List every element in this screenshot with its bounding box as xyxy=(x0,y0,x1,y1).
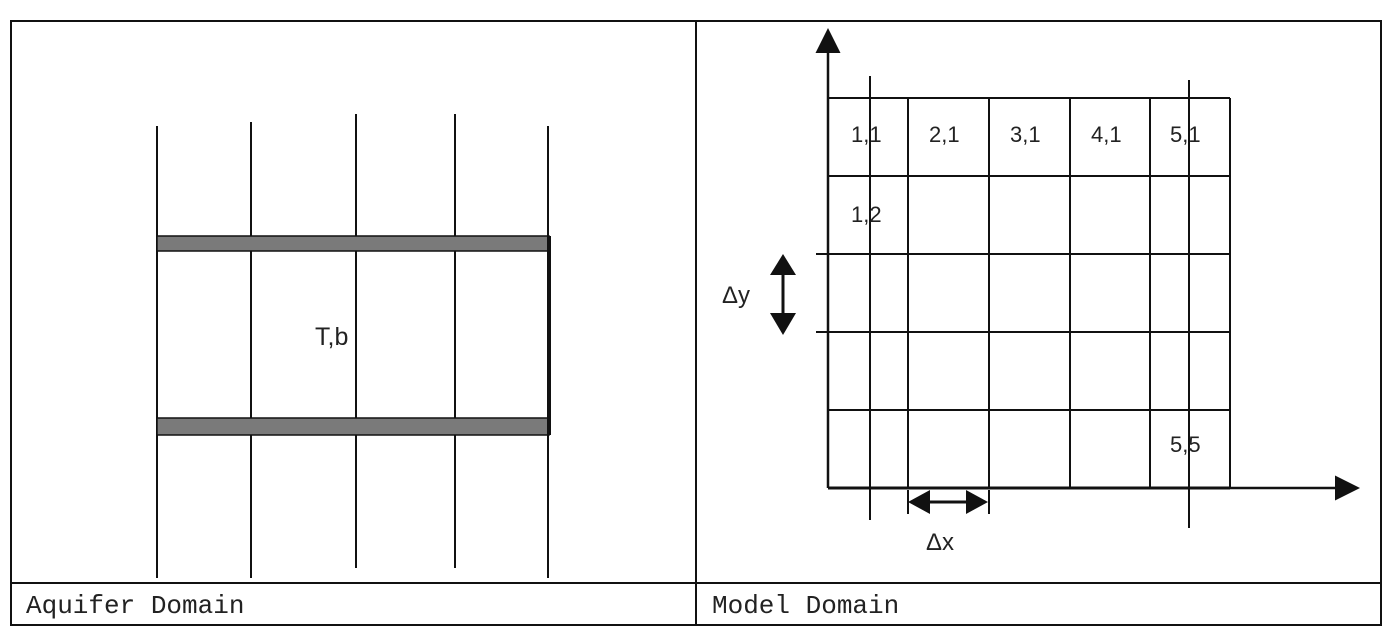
aquifer-top-confining-band xyxy=(156,235,550,252)
model-domain-caption: Model Domain xyxy=(712,591,899,621)
cell-label-1-1: 1,1 xyxy=(851,122,882,147)
aquifer-domain-caption: Aquifer Domain xyxy=(26,591,244,621)
dy-label: Δy xyxy=(722,282,750,309)
cell-label-4-1: 4,1 xyxy=(1091,122,1122,147)
cell-label-5-5: 5,5 xyxy=(1170,432,1201,457)
cell-label-2-1: 2,1 xyxy=(929,122,960,147)
dy-arrow-up-head xyxy=(770,254,796,275)
dx-arrow-right-head xyxy=(966,490,988,514)
model-panel: 1,1 2,1 3,1 4,1 5,1 1,2 5,5 Δy Δx xyxy=(722,28,1360,556)
dx-label: Δx xyxy=(926,529,954,556)
cell-label-1-2: 1,2 xyxy=(851,202,882,227)
cell-label-3-1: 3,1 xyxy=(1010,122,1041,147)
aquifer-bottom-confining-band xyxy=(156,417,550,436)
dy-arrow-down-head xyxy=(770,313,796,335)
aquifer-property-label: T,b xyxy=(315,323,348,351)
cell-label-5-1: 5,1 xyxy=(1170,122,1201,147)
aquifer-panel: T,b xyxy=(156,114,551,578)
dx-arrow-left-head xyxy=(908,490,930,514)
